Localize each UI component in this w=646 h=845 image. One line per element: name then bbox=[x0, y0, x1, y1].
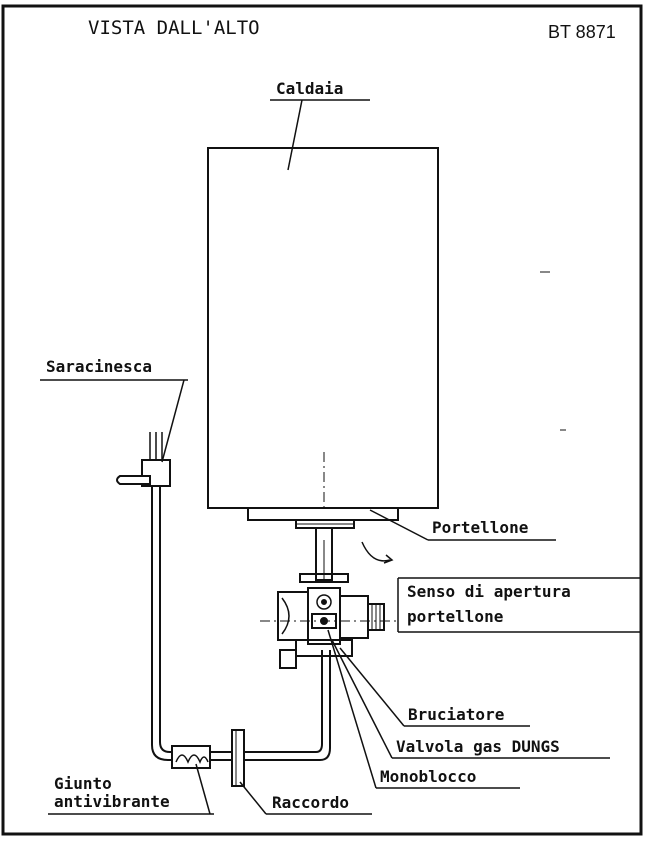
valvola-label: Valvola gas DUNGS bbox=[396, 737, 560, 756]
raccordo-label: Raccordo bbox=[272, 793, 349, 812]
boiler bbox=[207, 147, 566, 545]
page-border bbox=[1, 4, 643, 836]
label-caldaia: Caldaia bbox=[270, 79, 370, 171]
opening-direction-arrow bbox=[361, 541, 394, 564]
senso-apertura-line1: Senso di apertura bbox=[407, 582, 571, 601]
label-senso-apertura: Senso di apertura portellone bbox=[397, 577, 640, 633]
view-title: VISTA DALL'ALTO bbox=[88, 17, 260, 39]
label-raccordo: Raccordo bbox=[239, 781, 372, 815]
saracinesca-valve bbox=[116, 432, 171, 487]
label-saracinesca: Saracinesca bbox=[40, 357, 188, 463]
portellone-label: Portellone bbox=[432, 518, 528, 537]
gas-piping bbox=[151, 480, 331, 761]
label-portellone: Portellone bbox=[369, 509, 556, 541]
senso-apertura-line2: portellone bbox=[407, 607, 503, 626]
bruciatore-label: Bruciatore bbox=[408, 705, 504, 724]
drawing-code: BT 8871 bbox=[548, 22, 616, 42]
anti-vibration-joint bbox=[171, 745, 211, 769]
label-bruciatore: Bruciatore bbox=[339, 647, 530, 727]
saracinesca-label: Saracinesca bbox=[46, 357, 152, 376]
burner-assembly bbox=[260, 527, 396, 669]
giunto-line2: antivibrante bbox=[54, 792, 170, 811]
fitting-raccordo bbox=[231, 729, 245, 787]
label-giunto: Giunto antivibrante bbox=[48, 763, 214, 815]
monoblocco-label: Monoblocco bbox=[380, 767, 476, 786]
giunto-line1: Giunto bbox=[54, 774, 112, 793]
caldaia-label: Caldaia bbox=[276, 79, 343, 98]
label-valvola: Valvola gas DUNGS bbox=[331, 639, 610, 759]
label-monoblocco: Monoblocco bbox=[327, 629, 520, 789]
boiler-door bbox=[247, 507, 399, 529]
